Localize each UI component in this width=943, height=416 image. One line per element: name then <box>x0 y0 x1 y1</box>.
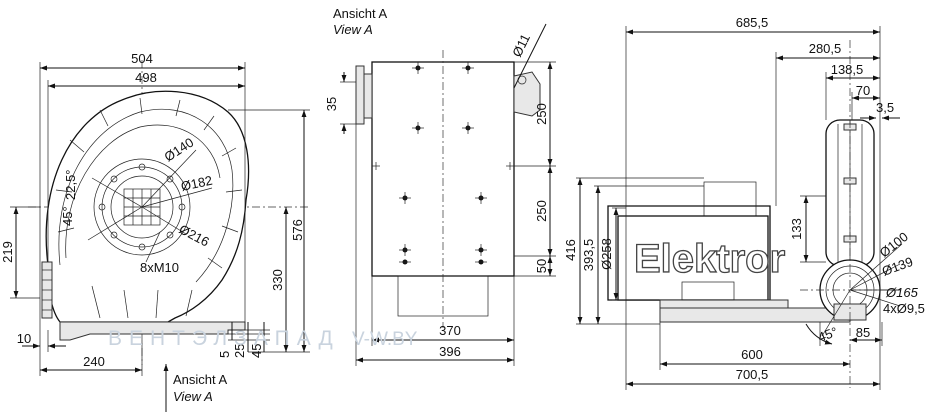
dim-280-5: 280,5 <box>809 41 842 56</box>
dim-416: 416 <box>563 239 578 261</box>
dim-holes: 4xØ9,5 <box>883 301 925 316</box>
dim-70: 70 <box>856 83 870 98</box>
side-clamp <box>513 71 541 117</box>
bolt-holes <box>98 163 186 251</box>
dim-d258: Ø258 <box>599 238 614 270</box>
dim-240: 240 <box>83 354 105 369</box>
side-view-title: Ansicht A <box>333 6 388 21</box>
dim-370: 370 <box>439 323 461 338</box>
watermark-domain: V-W.BY <box>352 329 418 350</box>
dim-250-lower: 250 <box>534 200 549 222</box>
watermark-brand: ВЕНТЭЛЗАПАД <box>108 327 340 350</box>
front-view <box>10 60 310 412</box>
circle-140 <box>110 175 174 239</box>
dim-angle-22-5: 22,5° <box>63 169 78 200</box>
view-a-arrow-title: Ansicht A <box>173 372 228 387</box>
base-plate <box>659 307 851 323</box>
brand-logo: Elektror <box>634 237 785 281</box>
dim-504: 504 <box>131 51 153 66</box>
label-bolts: 8xM10 <box>140 260 179 275</box>
dim-angle-45: 45° <box>60 206 75 226</box>
dim-45: 45 <box>249 344 264 358</box>
dim-10: 10 <box>17 331 31 346</box>
dim-3-5: 3,5 <box>876 100 894 115</box>
right-view <box>576 26 903 390</box>
dim-d165: Ø165 <box>885 285 919 300</box>
dim-396: 396 <box>439 344 461 359</box>
dim-685-5: 685,5 <box>736 15 769 30</box>
dim-330: 330 <box>270 269 285 291</box>
circle-216 <box>93 158 191 256</box>
dim-600: 600 <box>741 347 763 362</box>
dim-d11: Ø11 <box>509 32 533 60</box>
dim-498: 498 <box>135 70 157 85</box>
side-outlet <box>397 275 489 317</box>
dim-250-upper: 250 <box>534 103 549 125</box>
view-a-arrow-subtitle: View A <box>173 389 213 404</box>
dim-219: 219 <box>0 241 15 263</box>
dim-133: 133 <box>789 218 804 240</box>
dim-35: 35 <box>324 97 339 111</box>
dim-5: 5 <box>217 351 232 358</box>
dim-25: 25 <box>232 344 247 358</box>
dim-138-5: 138,5 <box>831 62 864 77</box>
dim-angle-45-right: 45° <box>816 324 840 345</box>
side-view <box>340 23 556 366</box>
dim-50: 50 <box>534 259 549 273</box>
dim-d182: Ø182 <box>180 173 214 194</box>
side-view-subtitle: View A <box>333 22 373 37</box>
dim-85: 85 <box>856 325 870 340</box>
dim-393-5: 393,5 <box>581 239 596 272</box>
dim-576: 576 <box>290 219 305 241</box>
dim-700-5: 700,5 <box>736 367 769 382</box>
